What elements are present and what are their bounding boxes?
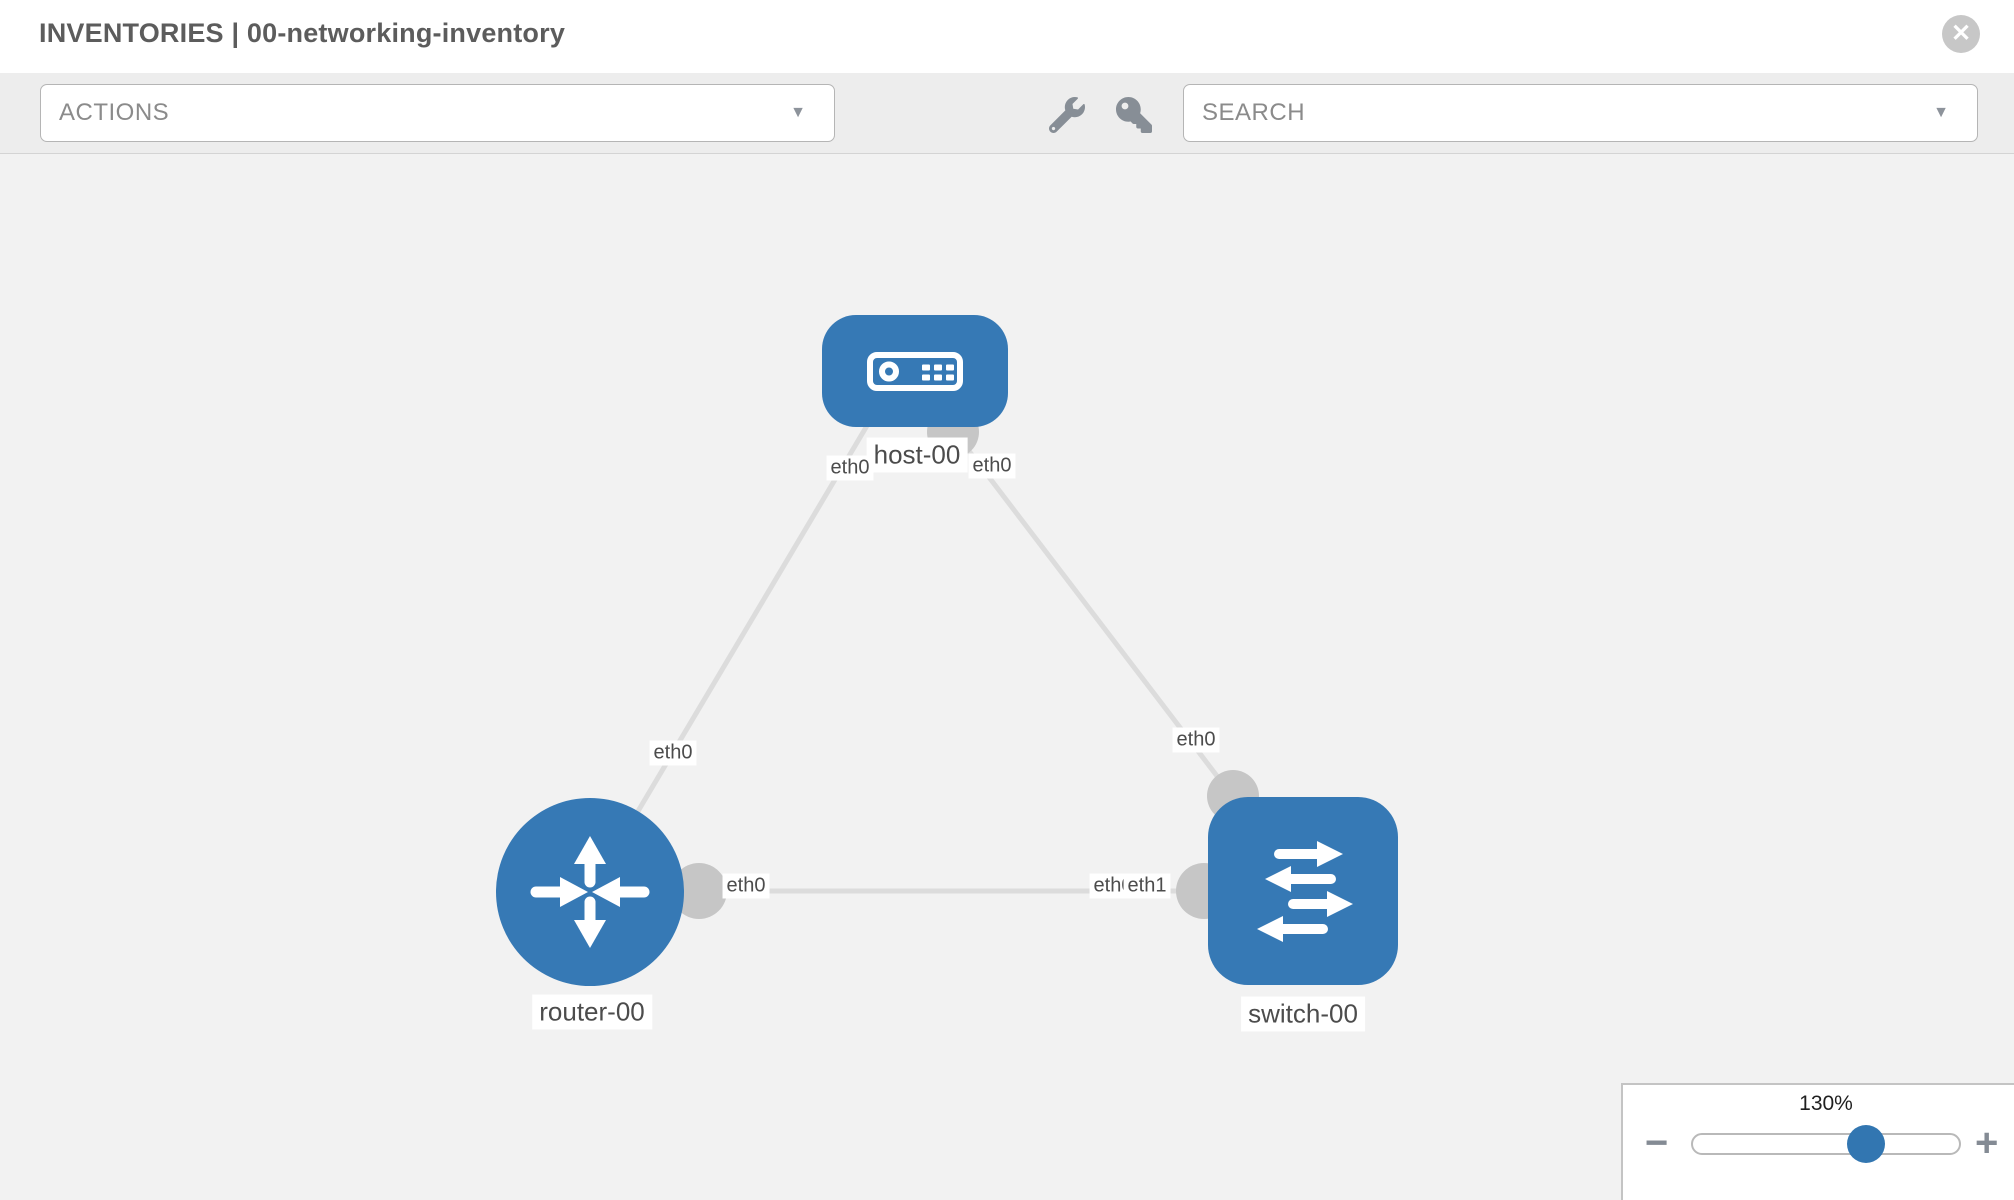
actions-dropdown[interactable]: ACTIONS ▼: [40, 84, 835, 142]
interface-label-eth0: eth0: [722, 873, 770, 899]
switch-icon: [1257, 841, 1353, 942]
node-router-00[interactable]: [496, 798, 684, 986]
node-label-switch-00: switch-00: [1241, 996, 1365, 1032]
zoom-slider-track[interactable]: [1691, 1133, 1961, 1155]
node-label-host-00: host-00: [866, 437, 968, 473]
search-placeholder: SEARCH: [1202, 99, 1306, 126]
zoom-level-readout: 130%: [1799, 1092, 1853, 1115]
chevron-down-icon: ▼: [790, 104, 806, 121]
interface-label-eth1: eth1: [1123, 873, 1171, 899]
zoom-in-button[interactable]: +: [1975, 1121, 1999, 1165]
header: INVENTORIES | 00-networking-inventory ✕: [0, 0, 2014, 73]
zoom-control-panel: 130% − +: [1621, 1083, 2014, 1200]
toolbar: ACTIONS ▼ SEARCH ▼: [0, 73, 2014, 154]
interface-label-eth0: eth0: [1172, 727, 1220, 753]
node-host-00[interactable]: [822, 315, 1008, 427]
router-icon: [530, 836, 650, 948]
interface-dot-router-00: [671, 863, 727, 919]
key-icon[interactable]: [1116, 97, 1152, 133]
interface-label-eth0: eth0: [968, 453, 1016, 479]
page-title: INVENTORIES | 00-networking-inventory: [39, 18, 566, 48]
zoom-out-button[interactable]: −: [1645, 1121, 1669, 1165]
interface-label-eth0: eth0: [826, 455, 874, 481]
search-input[interactable]: SEARCH ▼: [1183, 84, 1978, 142]
host-icon: [867, 352, 963, 391]
chevron-down-icon: ▼: [1933, 104, 1949, 121]
node-switch-00[interactable]: [1208, 797, 1398, 985]
wrench-icon[interactable]: [1048, 97, 1085, 134]
zoom-slider-handle[interactable]: [1847, 1125, 1885, 1163]
close-icon[interactable]: ✕: [1942, 15, 1980, 53]
interface-label-eth0: eth0: [649, 740, 697, 766]
actions-dropdown-label: ACTIONS: [59, 99, 170, 126]
node-label-router-00: router-00: [532, 994, 652, 1030]
